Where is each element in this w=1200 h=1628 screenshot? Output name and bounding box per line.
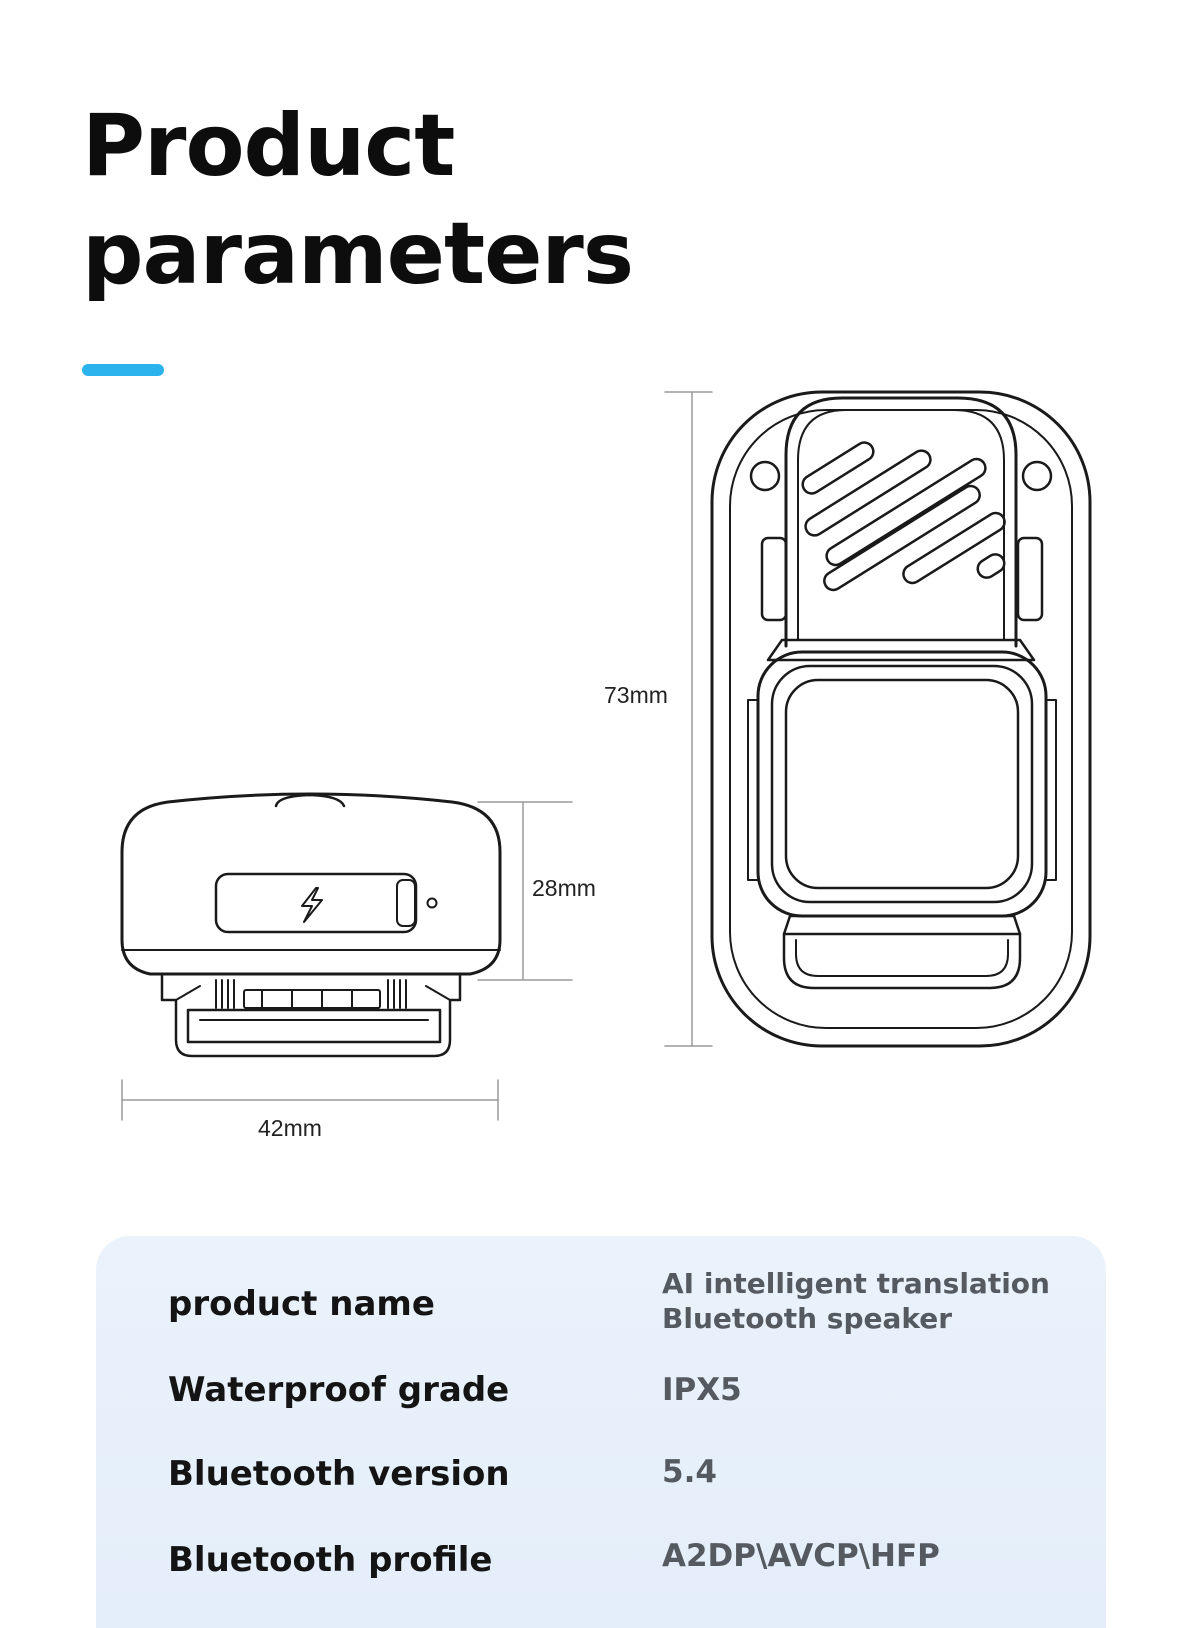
right-pivot [1021,460,1053,492]
thickness-dimension-line [477,801,573,981]
spec-label: Bluetooth version [168,1454,510,1494]
front-view-drawing [710,390,1092,1048]
height-dimension-label: 73mm [604,682,668,708]
clip-top-inner [797,409,1005,641]
specs-card: product name AI intelligent translation … [96,1236,1106,1628]
spec-value: AI intelligent translation Bluetooth spe… [662,1266,1050,1336]
front-button-frame-inner [770,664,1034,904]
top-knob [274,793,346,808]
spec-value-line-1: AI intelligent translation [662,1267,1050,1300]
width-dimension-label: 42mm [258,1115,322,1141]
spec-label: product name [168,1284,435,1324]
spec-value: A2DP\AVCP\HFP [662,1538,940,1574]
width-dimension-line [121,1079,499,1121]
right-side-tab [1016,536,1044,622]
lightning-icon [301,887,323,923]
clip-top [784,396,1018,648]
page-title: Product parameters [82,92,634,308]
spec-value: IPX5 [662,1372,742,1408]
page-title-line-1: Product [82,96,455,196]
mechanism-springs [175,979,451,1009]
title-accent-bar [82,364,164,376]
clip-band-upper [766,638,1036,662]
front-button-frame [756,650,1048,918]
product-dimension-diagram: 73mm 28mm 42mm [120,390,1092,1141]
indicator-led [426,897,438,909]
front-outer-shell [710,390,1092,1048]
spec-label: Waterproof grade [168,1370,510,1410]
speaker-grille [801,441,1006,592]
clip-band-lower [782,914,1022,936]
spec-value-line-2: Bluetooth speaker [662,1302,953,1335]
side-body [120,792,502,976]
side-view-drawing [120,792,502,1058]
spec-value: 5.4 [662,1454,717,1490]
height-dimension-line [664,391,713,1047]
clip-bottom [782,932,1022,990]
left-side-tab [760,536,788,622]
thickness-dimension-label: 28mm [532,875,596,901]
left-pivot [749,460,781,492]
page-title-line-2: parameters [82,204,634,304]
charge-window [214,872,418,934]
spec-label: Bluetooth profile [168,1540,493,1580]
front-button [784,678,1020,890]
